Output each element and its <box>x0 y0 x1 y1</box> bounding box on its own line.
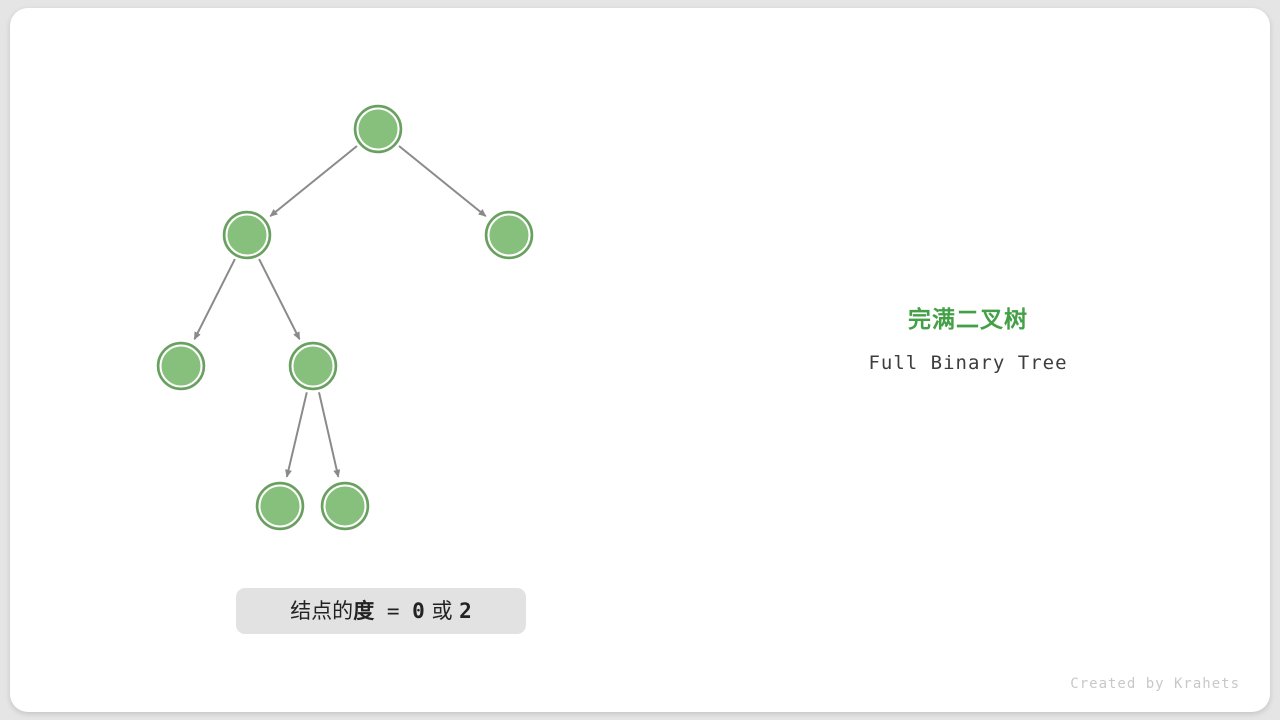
tree-nodes <box>156 104 534 531</box>
tree-node <box>484 210 534 260</box>
tree-node-inner-ring <box>356 107 400 151</box>
title-zh: 完满二叉树 <box>908 307 1028 333</box>
tree-node <box>156 341 206 391</box>
slide-card: 完满二叉树 Full Binary Tree 结点的度 = 0 或 2 Crea… <box>10 8 1270 712</box>
caption-box: 结点的度 = 0 或 2 <box>236 588 526 634</box>
tree-edge <box>318 392 341 478</box>
caption-segment: 0 <box>412 599 425 623</box>
tree-node <box>255 481 305 531</box>
tree-edge <box>398 145 487 217</box>
title-block: 完满二叉树 Full Binary Tree <box>758 300 1178 374</box>
tree-node-inner-ring <box>291 344 335 388</box>
caption-text: 结点的度 = 0 或 2 <box>290 599 472 623</box>
tree-edge <box>258 258 301 341</box>
caption-segment: 结点的 <box>290 599 354 623</box>
tree-node-inner-ring <box>323 484 367 528</box>
caption-segment: = <box>374 599 413 623</box>
caption-segment: 或 <box>424 599 460 623</box>
tree-edges <box>193 145 487 478</box>
tree-node <box>320 481 370 531</box>
tree-node <box>288 341 338 391</box>
tree-node-inner-ring <box>225 213 269 257</box>
title-en: Full Binary Tree <box>868 352 1068 374</box>
tree-node <box>353 104 403 154</box>
tree-edge <box>269 145 358 217</box>
tree-edge <box>193 258 236 341</box>
binary-tree-diagram <box>156 104 534 531</box>
tree-node-inner-ring <box>258 484 302 528</box>
caption-segment: 度 <box>353 599 375 623</box>
credit-text: Created by Krahets <box>1070 676 1240 692</box>
tree-node <box>222 210 272 260</box>
tree-edge <box>285 392 308 478</box>
caption-segment: 2 <box>459 599 472 623</box>
tree-node-inner-ring <box>159 344 203 388</box>
tree-node-inner-ring <box>487 213 531 257</box>
